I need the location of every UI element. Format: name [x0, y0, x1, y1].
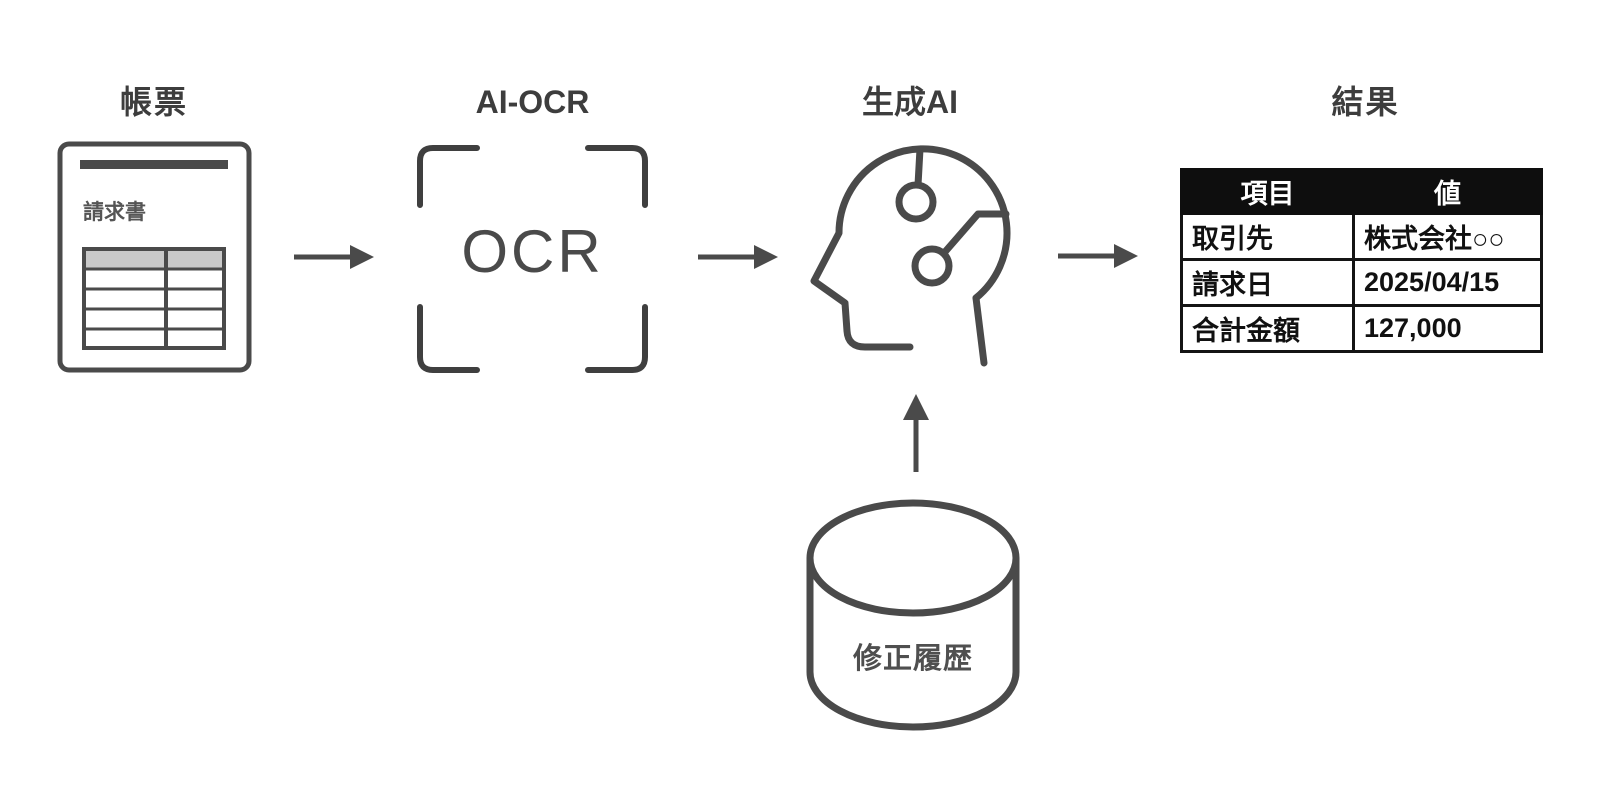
database-cylinder-icon: 修正履歴 — [806, 499, 1020, 731]
document-title-text: 請求書 — [83, 200, 146, 224]
result-cell-item: 取引先 — [1180, 212, 1355, 261]
label-result: 結果 — [1331, 84, 1400, 120]
arrow-up-icon — [903, 394, 929, 472]
result-header-value: 値 — [1352, 168, 1543, 215]
frame-corner-bottom-right — [585, 304, 648, 373]
circuit-line-diagonal — [940, 210, 1010, 257]
cylinder-body — [806, 558, 1020, 731]
result-cell-value: 127,000 — [1352, 304, 1543, 353]
arrow-right-icon — [698, 245, 778, 269]
document-mini-table — [82, 247, 226, 350]
cylinder-top — [806, 499, 1020, 617]
frame-corner-top-left — [417, 145, 480, 208]
result-cell-value: 株式会社○○ — [1352, 212, 1543, 261]
ocr-frame-text: OCR — [461, 218, 604, 285]
circuit-line-top — [914, 145, 924, 189]
frame-corner-bottom-left — [417, 304, 480, 373]
head-outline — [810, 145, 1011, 351]
ai-head-profile-icon — [810, 145, 1011, 367]
result-cell-value: 2025/04/15 — [1352, 258, 1543, 307]
label-gen-ai: 生成AI — [861, 84, 958, 120]
document-title-bar — [80, 160, 228, 169]
table-row: 合計金額 127,000 — [1180, 304, 1543, 353]
result-table-header-row: 項目 値 — [1180, 168, 1543, 215]
result-header-item: 項目 — [1180, 168, 1355, 215]
circuit-node-lower — [911, 245, 953, 287]
neck-line — [972, 294, 988, 367]
circuit-node-upper — [895, 181, 937, 223]
invoice-document-icon: 請求書 — [57, 141, 252, 373]
result-cell-item: 合計金額 — [1180, 304, 1355, 353]
result-table: 項目 値 取引先 株式会社○○ 請求日 2025/04/15 合計金額 127,… — [1180, 168, 1543, 353]
arrow-right-icon — [1058, 244, 1138, 268]
arrow-right-icon — [294, 245, 374, 269]
ocr-scan-frame-icon — [417, 145, 648, 373]
table-row: 取引先 株式会社○○ — [1180, 212, 1543, 261]
table-row: 請求日 2025/04/15 — [1180, 258, 1543, 307]
frame-corner-top-right — [585, 145, 648, 208]
result-cell-item: 請求日 — [1180, 258, 1355, 307]
label-form: 帳票 — [119, 84, 188, 120]
database-label: 修正履歴 — [852, 642, 973, 675]
label-ai-ocr: AI-OCR — [475, 84, 590, 120]
